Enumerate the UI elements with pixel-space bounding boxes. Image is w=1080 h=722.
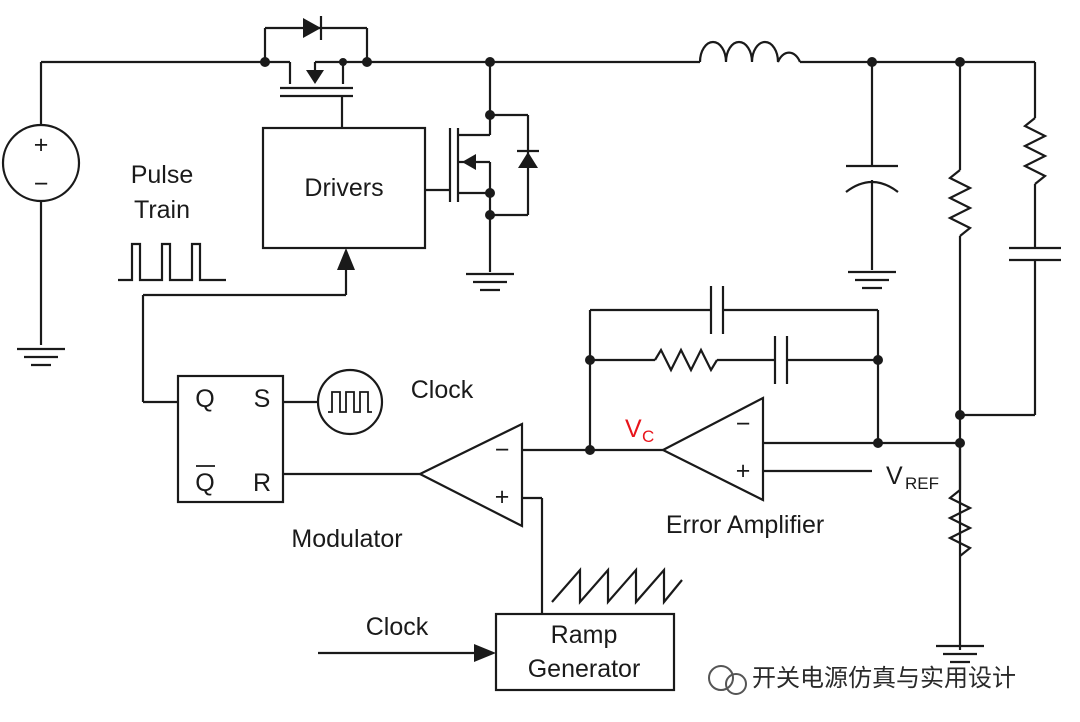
inductor	[698, 40, 1035, 67]
modulator-label: Modulator	[291, 525, 402, 553]
ramp-generator: Ramp Generator Clock	[318, 567, 683, 692]
latch-q-label: Q	[195, 385, 214, 413]
vref-label-sub: REF	[905, 474, 939, 493]
low-side-mosfet	[425, 62, 539, 272]
feedback-resistor-bottom	[936, 443, 984, 664]
drivers-label: Drivers	[304, 174, 383, 202]
high-side-mosfet	[260, 16, 372, 128]
latch-r-label: R	[253, 469, 271, 497]
ramp-generator-label-line1: Ramp	[551, 621, 618, 649]
input-voltage-source: + −	[1, 60, 265, 345]
drivers-block: Drivers	[261, 126, 427, 250]
feedback-resistor-top	[947, 62, 973, 650]
vc-label-sub: C	[642, 427, 654, 446]
latch-s-label: S	[254, 385, 271, 413]
error-amp-minus: −	[736, 410, 751, 438]
vref-label-main: V	[886, 462, 903, 490]
switch-node	[367, 57, 700, 67]
error-amp-plus: +	[736, 457, 751, 485]
ground-symbol-lowside	[466, 272, 514, 292]
source-plus-sign: +	[34, 131, 49, 159]
vref-label: V REF	[886, 462, 939, 493]
clock-label-top: Clock	[411, 376, 474, 404]
ramp-generator-label-line2: Generator	[528, 655, 641, 683]
error-amplifier: − + Error Amplifier	[523, 396, 960, 539]
latch-qbar-label: Q	[195, 469, 214, 497]
source-minus-sign: −	[34, 170, 49, 198]
vc-label: V C	[625, 415, 654, 446]
pulse-train: Pulse Train	[118, 161, 226, 282]
sr-latch: Q S Q R	[141, 248, 355, 504]
error-amplifier-label: Error Amplifier	[666, 511, 824, 539]
output-capacitor	[845, 62, 899, 290]
pulse-train-label-line2: Train	[134, 196, 190, 224]
clock-oscillator: Clock	[316, 368, 474, 436]
vc-label-main: V	[625, 415, 642, 443]
modulator-comparator: − + Modulator	[283, 422, 544, 614]
modulator-plus: +	[495, 483, 510, 511]
modulator-minus: −	[495, 436, 510, 464]
ground-symbol-source	[17, 347, 65, 367]
compensation-network	[585, 286, 883, 455]
clock-label-bottom: Clock	[366, 613, 429, 641]
watermark-text: 开关电源仿真与实用设计	[752, 664, 1016, 692]
pulse-train-label-line1: Pulse	[131, 161, 194, 189]
watermark: 开关电源仿真与实用设计	[708, 664, 1016, 695]
load-branch	[960, 62, 1061, 417]
